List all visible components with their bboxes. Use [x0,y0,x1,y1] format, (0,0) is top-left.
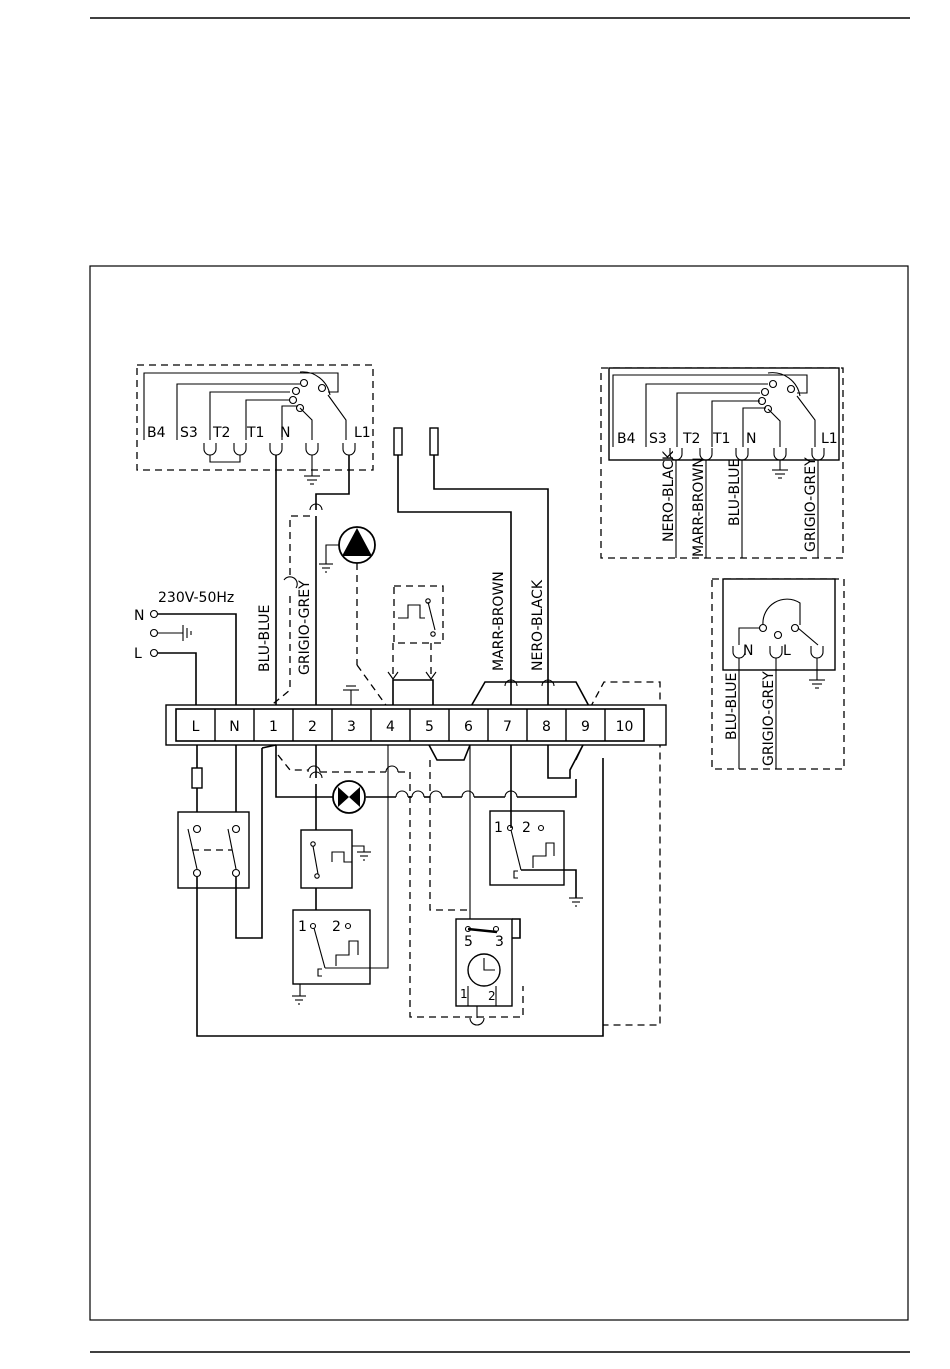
timer-contact-5: 5 [464,934,473,950]
right-pin-t2: T2 [682,431,700,447]
terminal-label: 10 [616,719,634,735]
right-wire-grigio-grey: GRIGIO-GREY [803,457,819,552]
terminal-label: 9 [581,719,590,735]
terminal-label: 8 [542,719,551,735]
left-pin-n: N [280,425,290,441]
right-pin-s3: S3 [649,431,667,447]
right-earth-icon [772,470,788,478]
dhw-thermostat: 1 2 [490,811,564,885]
terminal-label: 7 [503,719,512,735]
right-pin-n: N [746,431,756,447]
sensor-right-icon [430,428,438,455]
left-pin-l1: L1 [354,425,371,441]
dhw-earth-icon [569,898,583,906]
wire-label-nero-black: NERO-BLACK [530,579,546,671]
terminal-label: 3 [347,719,356,735]
left-pin-s3: S3 [180,425,198,441]
left-pin-t2: T2 [212,425,230,441]
right-wire-marr-brown: MARR-BROWN [691,457,707,557]
fuse-icon [192,768,202,788]
earth-icon [304,476,320,484]
right-pin-l1: L1 [821,431,838,447]
pump-pin-l: L [783,643,791,659]
relay-1-contact-2: 2 [332,919,341,935]
right-pin-b4: B4 [617,431,636,447]
wire-label-marr-brown: MARR-BROWN [491,571,507,671]
left-connector: B4 S3 T2 T1 N L1 [137,365,373,484]
pump-connector-earth-icon [809,680,825,688]
left-pin-b4: B4 [147,425,166,441]
timer-contact-1: 1 [460,987,468,1001]
wire-label-blu-blue: BLU-BLUE [257,605,273,672]
timer-clock: 5 3 1 2 [456,919,512,1025]
pump-earth-icon [319,564,333,572]
pump-wire-grigio-grey: GRIGIO-GREY [761,671,777,766]
pump-connector: N L BLU-BLUE GRIGIO-GREY [712,579,844,769]
left-pin-t1: T1 [246,425,264,441]
main-switch [178,812,249,888]
pump-icon [339,527,375,563]
room-thermostat [388,586,443,679]
terminal-label: 1 [269,719,278,735]
pump-wire-blu-blue: BLU-BLUE [724,673,740,740]
terminal-label: 2 [308,719,317,735]
terminal-label: 6 [464,719,473,735]
terminal-block: L N 1 2 3 4 5 6 7 8 9 10 [166,705,666,745]
relay-2-contact-1: 1 [494,820,503,836]
terminal-label: L [192,719,200,735]
lamp-icon [333,781,365,813]
supply-l-label: L [134,646,142,662]
sensor-left-icon [394,428,402,455]
right-wire-nero-black: NERO-BLACK [661,450,677,542]
limit-thermostat [301,830,371,888]
wire-label-grigio-grey: GRIGIO-GREY [297,580,313,675]
timer-contact-3: 3 [495,934,504,950]
relay-2-contact-2: 2 [522,820,531,836]
relay-1-contact-1: 1 [298,919,307,935]
timer-contact-2: 2 [488,989,496,1003]
terminal-label: N [229,719,239,735]
right-pin-t1: T1 [712,431,730,447]
terminal-label: 5 [425,719,434,735]
terminal-label: 4 [386,719,395,735]
right-connector: B4 S3 T2 T1 N L1 NERO-BLACK MARR-BROWN B… [601,368,843,558]
supply-earth-icon [183,625,191,641]
supply-n-label: N [134,608,144,624]
power-label: 230V-50Hz [158,590,234,606]
right-wire-blu-blue: BLU-BLUE [727,459,743,526]
